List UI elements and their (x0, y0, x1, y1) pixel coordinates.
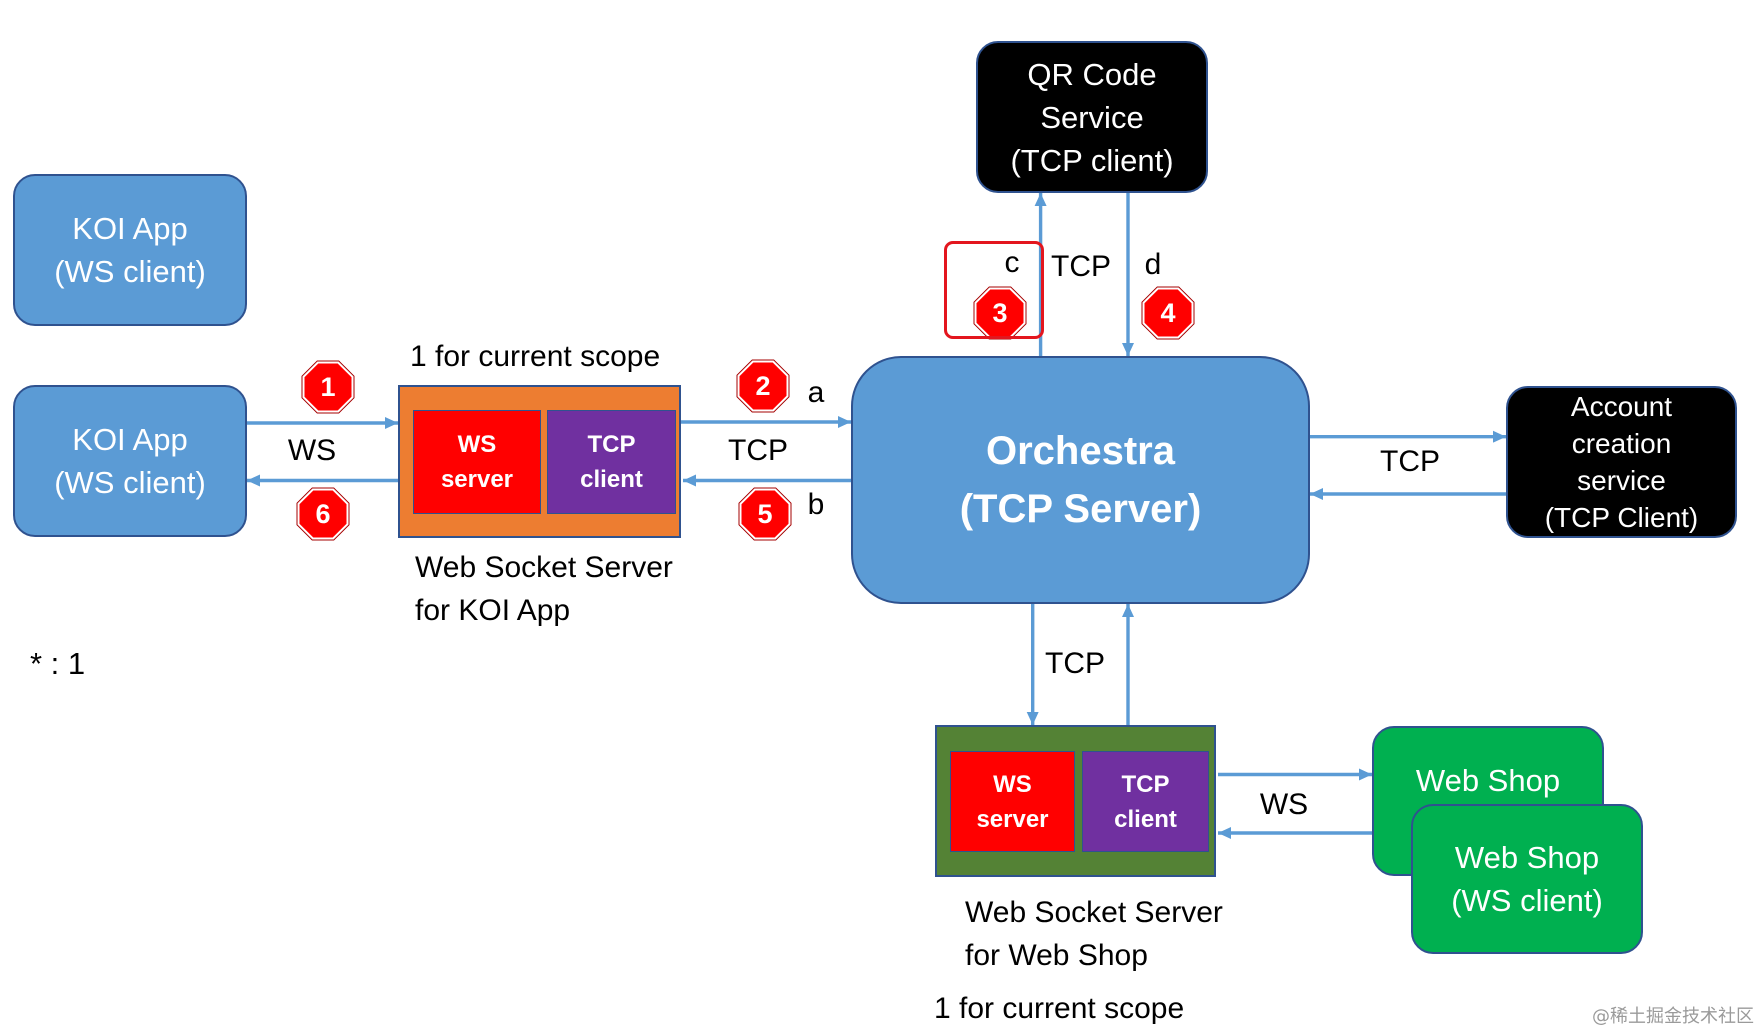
watermark: @稀土掘金技术社区 (1592, 1006, 1754, 1027)
flow-label-a: a (807, 376, 825, 409)
orchestra-node: Orchestra (TCP Server) (851, 356, 1310, 604)
caption-line: Web Socket Server (415, 551, 673, 584)
node-title: KOI App (72, 422, 188, 457)
step-3-highlight-frame (944, 241, 1044, 339)
node-line: Service (1040, 99, 1144, 135)
step-number: 5 (757, 499, 773, 529)
node-line: QR Code (1027, 56, 1157, 92)
octagon-badge-icon (973, 286, 1027, 340)
step-badge-3: 3 (973, 286, 1027, 340)
node-line: service (1577, 465, 1666, 496)
block-line: server (976, 805, 1049, 833)
shop-socket-server-caption: Web Socket Server for Web Shop (965, 891, 1223, 977)
koi-socket-server-node: WS server TCP client (398, 385, 681, 538)
connection-label-shop-tcp: TCP (1045, 647, 1105, 680)
node-subtitle: (WS client) (54, 254, 206, 289)
shop-socket-server-node: WS server TCP client (935, 725, 1216, 877)
step-number: 4 (1160, 298, 1176, 328)
node-title: Web Shop (1415, 763, 1561, 798)
block-line: server (440, 466, 514, 493)
step-badge-6: 6 (296, 487, 350, 541)
block-line: TCP (1121, 770, 1170, 798)
koi-app-node-1: KOI App (WS client) (13, 174, 247, 326)
web-shop-node-front: Web Shop (WS client) (1411, 804, 1643, 954)
connection-label-qr-tcp: TCP (1051, 250, 1111, 283)
ws-server-block: WS server (950, 751, 1075, 852)
step-number: 3 (992, 298, 1008, 328)
node-line: (TCP client) (1010, 142, 1174, 178)
step-number: 6 (315, 499, 331, 529)
connection-label-account-tcp: TCP (1380, 445, 1440, 478)
flow-label-d: d (1144, 248, 1162, 281)
tcp-client-block: TCP client (547, 410, 676, 514)
qr-code-service-node: QR Code Service (TCP client) (976, 41, 1208, 193)
node-subtitle: (WS client) (54, 465, 206, 500)
block-line: client (1114, 805, 1177, 833)
caption-line: for KOI App (415, 594, 571, 627)
node-title: Orchestra (986, 429, 1175, 473)
tcp-client-block: TCP client (1082, 751, 1209, 852)
koi-socket-server-caption: Web Socket Server for KOI App (415, 546, 673, 632)
step-badge-5: 5 (738, 487, 792, 541)
ws-server-block: WS server (413, 410, 541, 514)
node-subtitle: (WS client) (1451, 883, 1603, 918)
node-subtitle: (TCP Server) (959, 487, 1202, 531)
step-badge-4: 4 (1141, 286, 1195, 340)
account-creation-service-node: Account creation service (TCP Client) (1506, 386, 1737, 538)
koi-scope-note: 1 for current scope (410, 340, 661, 373)
node-line: creation (1571, 428, 1672, 459)
connection-label-koi-tcp: TCP (728, 434, 788, 467)
step-number: 1 (320, 372, 336, 402)
step-badge-1: 1 (301, 360, 355, 414)
node-title: Web Shop (1454, 840, 1600, 875)
caption-line: Web Socket Server (965, 896, 1223, 929)
octagon-badge-icon (736, 359, 790, 413)
node-title: KOI App (72, 211, 188, 246)
block-line: client (580, 466, 643, 493)
caption-line: for Web Shop (965, 939, 1148, 972)
flow-label-c: c (1004, 246, 1020, 279)
connection-label-koi-ws: WS (287, 434, 337, 467)
block-line: TCP (587, 431, 636, 458)
block-line: WS (457, 431, 497, 458)
octagon-badge-icon (738, 487, 792, 541)
step-badge-2: 2 (736, 359, 790, 413)
flow-label-b: b (807, 488, 825, 521)
octagon-badge-icon (301, 360, 355, 414)
node-line: Account (1570, 391, 1673, 422)
step-number: 2 (755, 371, 771, 401)
node-line: (TCP Client) (1544, 502, 1699, 533)
block-line: WS (993, 770, 1032, 798)
koi-app-node-2: KOI App (WS client) (13, 385, 247, 537)
octagon-badge-icon (296, 487, 350, 541)
connection-label-shop-ws: WS (1259, 788, 1309, 821)
shop-scope-note: 1 for current scope (934, 992, 1185, 1025)
multiplicity-note: * : 1 (30, 646, 86, 681)
octagon-badge-icon (1141, 286, 1195, 340)
